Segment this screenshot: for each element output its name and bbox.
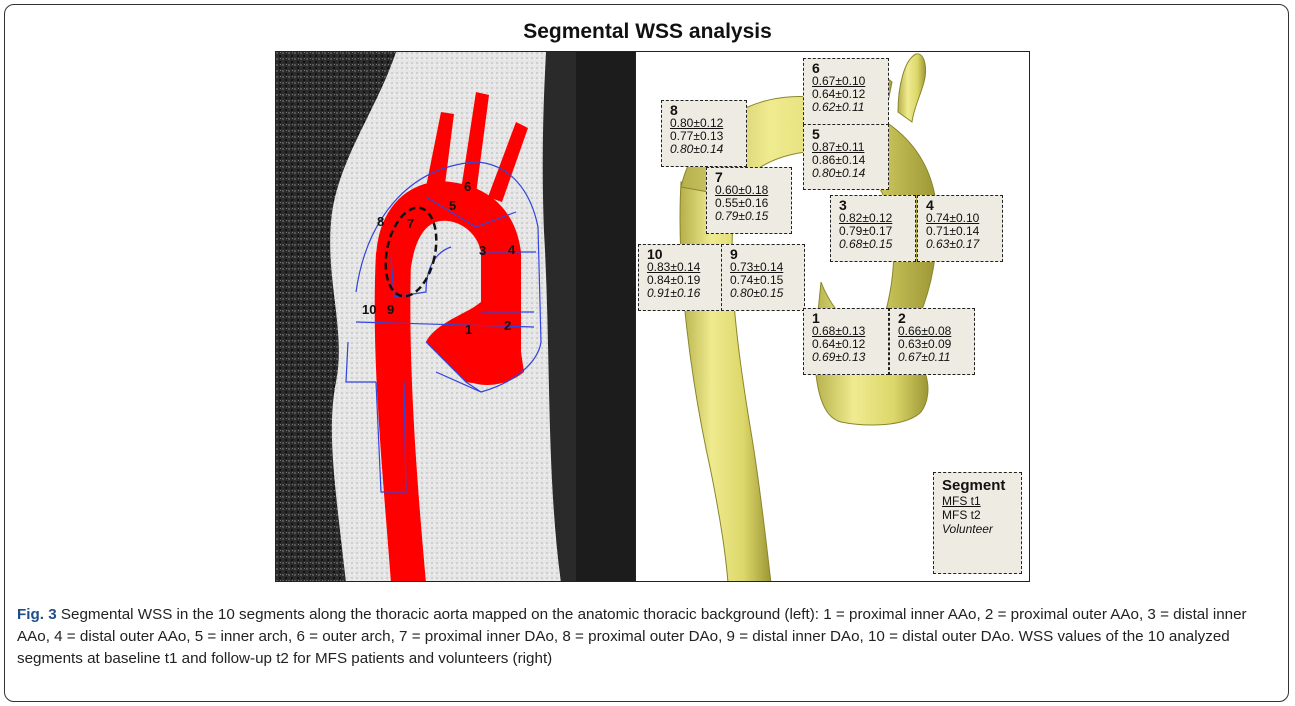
segment-box-4: 4 0.74±0.10 0.71±0.14 0.63±0.17: [917, 195, 1003, 262]
segment-box-9: 9 0.73±0.14 0.74±0.15 0.80±0.15: [721, 244, 805, 311]
left-mri-panel: 1 2 3 4 5 6 7 8 9 10: [275, 51, 636, 582]
legend-box: Segment MFS t1 MFS t2 Volunteer: [933, 472, 1022, 574]
legend-mfs-t1: MFS t1: [942, 494, 1015, 508]
segment-label-3: 3: [479, 243, 486, 258]
figure-caption: Fig. 3 Segmental WSS in the 10 segments …: [17, 604, 1277, 670]
segment-label-10: 10: [362, 302, 376, 317]
segment-label-7: 7: [407, 216, 414, 231]
segment-label-2: 2: [504, 318, 511, 333]
right-model-panel: 6 0.67±0.10 0.64±0.12 0.62±0.11 8 0.80±0…: [635, 51, 1030, 582]
segment-box-8: 8 0.80±0.12 0.77±0.13 0.80±0.14: [661, 100, 747, 167]
mri-image: [276, 52, 636, 582]
segment-label-8: 8: [377, 214, 384, 229]
legend-title: Segment: [942, 477, 1015, 494]
caption-text: Segmental WSS in the 10 segments along t…: [17, 606, 1247, 667]
segment-box-3: 3 0.82±0.12 0.79±0.17 0.68±0.15: [830, 195, 916, 262]
segment-label-9: 9: [387, 302, 394, 317]
segment-label-6: 6: [464, 179, 471, 194]
segment-box-5: 5 0.87±0.11 0.86±0.14 0.80±0.14: [803, 124, 889, 190]
legend-mfs-t2: MFS t2: [942, 508, 1015, 522]
segment-box-7: 7 0.60±0.18 0.55±0.16 0.79±0.15: [706, 167, 792, 234]
segment-label-5: 5: [449, 198, 456, 213]
figure-title: Segmental WSS analysis: [0, 20, 1295, 44]
segment-label-1: 1: [465, 322, 472, 337]
segment-label-4: 4: [508, 242, 515, 257]
caption-label: Fig. 3: [17, 606, 57, 623]
legend-volunteer: Volunteer: [942, 522, 1015, 536]
segment-box-2: 2 0.66±0.08 0.63±0.09 0.67±0.11: [889, 308, 975, 375]
segment-box-6: 6 0.67±0.10 0.64±0.12 0.62±0.11: [803, 58, 889, 125]
segment-box-1: 1 0.68±0.13 0.64±0.12 0.69±0.13: [803, 308, 889, 375]
segment-box-10: 10 0.83±0.14 0.84±0.19 0.91±0.16: [638, 244, 724, 311]
